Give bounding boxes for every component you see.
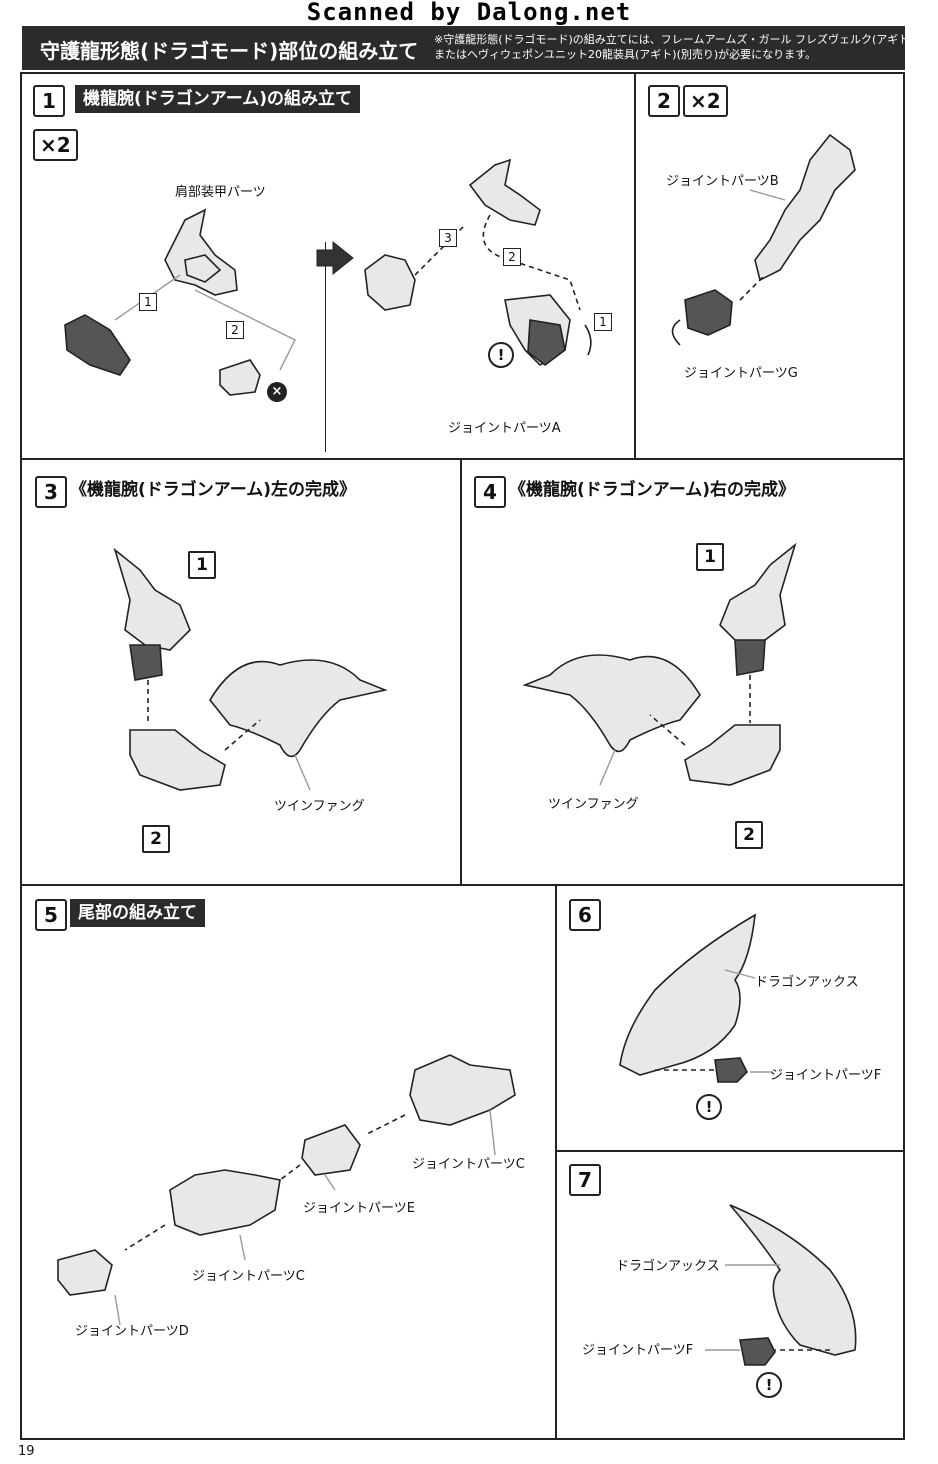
grid-border-right [903, 72, 905, 1440]
step-3-title: 《機龍腕(ドラゴンアーム)左の完成》 [70, 480, 357, 500]
step-4-callout-2: 2 [735, 821, 763, 849]
label-joint-g: ジョイントパーツG [684, 366, 798, 381]
label-joint-a: ジョイントパーツA [448, 421, 561, 436]
step-4-illustration [522, 542, 797, 786]
step-5-number: 5 [35, 899, 67, 931]
step-4-label-twin-fang: ツインファング [548, 797, 639, 812]
step-4-title: 《機龍腕(ドラゴンアーム)右の完成》 [509, 480, 796, 500]
grid-border-bottom [20, 1438, 905, 1440]
row-divider-1 [20, 458, 905, 460]
step-1-left-illustration [64, 208, 296, 396]
step-1-multiplier: ×2 [33, 129, 78, 161]
warning-icon: ! [488, 342, 514, 368]
grid-border-left [20, 72, 22, 1440]
page-number: 19 [18, 1444, 35, 1459]
discard-icon: × [267, 382, 287, 402]
step-7-warning-icon: ! [756, 1372, 782, 1398]
step-3-callout-2: 2 [142, 825, 170, 853]
label-joint-e: ジョイントパーツE [303, 1201, 415, 1216]
step-4-callout-1: 1 [696, 543, 724, 571]
step-1-substep-1: 1 [139, 293, 157, 311]
step-1-substep-2b: 2 [503, 248, 521, 266]
col-divider-mid [460, 458, 462, 886]
step-2-number: 2 [648, 85, 680, 117]
step-5-illustration [57, 1054, 516, 1326]
step-3-label-twin-fang: ツインファング [274, 799, 365, 814]
step-6-illustration [619, 913, 773, 1083]
step-1-substep-1b: 1 [594, 313, 612, 331]
step-2-multiplier: ×2 [683, 85, 728, 117]
label-joint-d: ジョイントパーツD [75, 1324, 189, 1339]
section-note-line1: ※守護龍形態(ドラゴモード)の組み立てには、フレームアームズ・ガール フレズヴェ… [434, 33, 914, 46]
step-1-title: 機龍腕(ドラゴンアーム)の組み立て [75, 85, 361, 113]
label-shoulder-armor: 肩部装甲パーツ [175, 185, 266, 200]
step-5-title: 尾部の組み立て [70, 899, 205, 927]
step-7-label-dragon-axe: ドラゴンアックス [616, 1259, 720, 1274]
step-4-number: 4 [474, 476, 506, 508]
step-7-label-joint-f: ジョイントパーツF [582, 1343, 694, 1358]
step-6-warning-icon: ! [696, 1094, 722, 1120]
row-divider-3 [555, 1150, 905, 1152]
step-6-label-dragon-axe: ドラゴンアックス [755, 975, 859, 990]
step1-inner-divider [325, 242, 326, 452]
step-6-label-joint-f: ジョイントパーツF [770, 1068, 882, 1083]
step-1-substep-3: 3 [439, 229, 457, 247]
step-1-number: 1 [33, 85, 65, 117]
label-joint-c-mid: ジョイントパーツC [192, 1269, 305, 1284]
grid-border-top [20, 72, 905, 74]
col-divider-top [634, 72, 636, 460]
step-1-substep-2: 2 [226, 321, 244, 339]
section-note-line2: またはヘヴィウェポンユニット20龍装具(アギト)(別売り)が必要になります。 [434, 48, 817, 61]
scan-watermark: Scanned by Dalong.net [306, 0, 632, 26]
row-divider-2 [20, 884, 905, 886]
col-divider-bottom [555, 884, 557, 1440]
step-3-illustration [113, 547, 388, 791]
step-7-number: 7 [569, 1164, 601, 1196]
instruction-grid [20, 72, 905, 1440]
step-3-number: 3 [35, 476, 67, 508]
step-3-callout-1: 1 [188, 551, 216, 579]
section-title: 守護龍形態(ドラゴモード)部位の組み立て [40, 39, 419, 63]
step-7-illustration [705, 1204, 857, 1366]
step-2-illustration [671, 133, 856, 346]
label-joint-c-top: ジョイントパーツC [412, 1157, 525, 1172]
step-1-right-illustration [364, 158, 592, 367]
section-header: 守護龍形態(ドラゴモード)部位の組み立て ※守護龍形態(ドラゴモード)の組み立て… [22, 26, 914, 70]
step-6-number: 6 [569, 899, 601, 931]
arrow-right-icon [316, 240, 354, 276]
section-note: ※守護龍形態(ドラゴモード)の組み立てには、フレームアームズ・ガール フレズヴェ… [434, 32, 914, 62]
label-joint-b: ジョイントパーツB [666, 174, 779, 189]
